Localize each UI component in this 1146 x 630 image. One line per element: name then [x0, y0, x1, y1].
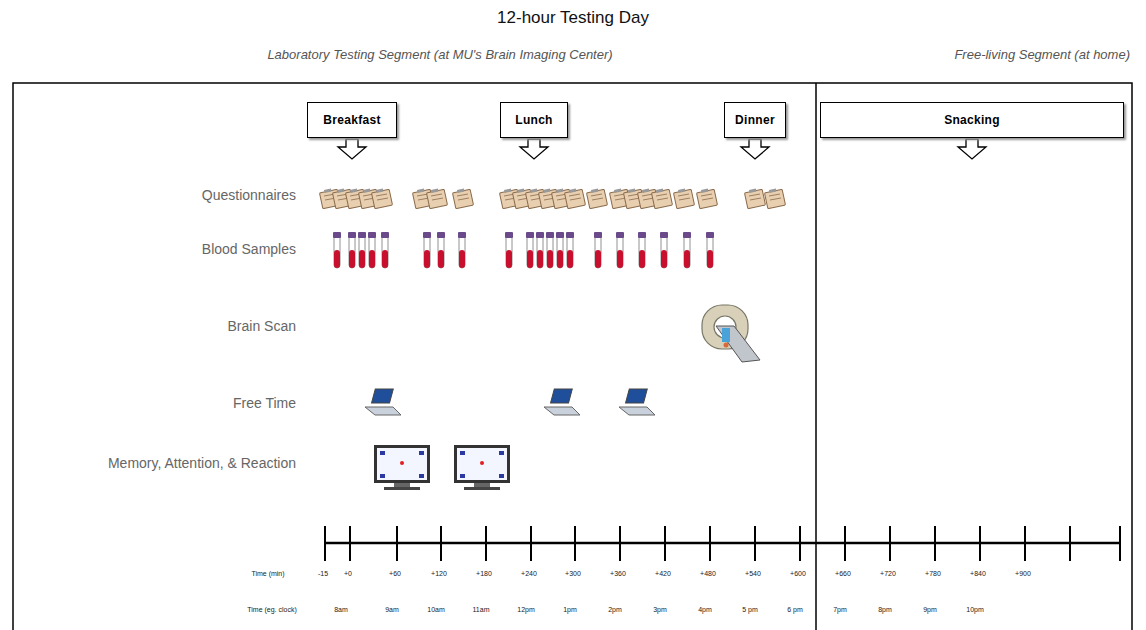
meal-label: Lunch — [515, 113, 553, 127]
meal-callout-box: Snacking — [820, 102, 1124, 138]
questionnaire-icon — [565, 189, 586, 209]
row-label: Free Time — [233, 395, 296, 411]
blood-tube-icon — [556, 232, 564, 268]
laptop-icon — [619, 389, 655, 415]
clock-tick-label: 12pm — [517, 606, 535, 613]
clock-tick-label: 9pm — [923, 606, 937, 613]
clock-tick-label: 6 pm — [787, 606, 803, 613]
clock-tick-label: 1pm — [563, 606, 577, 613]
diagram-title: 12-hour Testing Day — [497, 8, 649, 28]
minute-tick-label: +0 — [344, 570, 352, 577]
minute-tick-label: +540 — [745, 570, 761, 577]
segment-divider — [815, 83, 817, 630]
laptop-icon — [544, 389, 580, 415]
clock-tick-label: 3pm — [653, 606, 667, 613]
clock-tick-label: 9am — [385, 606, 399, 613]
minute-tick-label: +240 — [521, 570, 537, 577]
meal-callout-box: Lunch — [500, 102, 568, 138]
minute-tick-label: +120 — [431, 570, 447, 577]
blood-tube-icon — [616, 232, 624, 268]
row-label: Blood Samples — [202, 241, 296, 257]
blood-tube-icon — [566, 232, 574, 268]
axis-label: Time (min) — [251, 570, 284, 577]
minute-tick-label: +480 — [700, 570, 716, 577]
blood-tube-icon — [437, 232, 445, 268]
meal-label: Breakfast — [323, 113, 380, 127]
callout-arrow — [520, 139, 548, 159]
minute-tick-label: +300 — [565, 570, 581, 577]
clock-tick-label: 10am — [427, 606, 445, 613]
minute-tick-label: +720 — [880, 570, 896, 577]
blood-tube-icon — [594, 232, 602, 268]
questionnaire-icon — [765, 189, 786, 209]
questionnaire-icon — [587, 189, 608, 209]
minute-tick-label: +600 — [790, 570, 806, 577]
blood-tube-icon — [348, 232, 356, 268]
clock-tick-label: 8pm — [878, 606, 892, 613]
clock-tick-label: 10pm — [966, 606, 984, 613]
row-label: Questionnaires — [202, 187, 296, 203]
callout-arrow — [958, 139, 986, 159]
blood-tube-icon — [423, 232, 431, 268]
clock-tick-label: 8am — [334, 606, 348, 613]
axis-label: Time (eg. clock) — [247, 606, 297, 613]
clock-tick-label: 11am — [473, 606, 490, 613]
minute-tick-label: -15 — [318, 570, 328, 577]
minute-tick-label: +900 — [1015, 570, 1031, 577]
blood-tube-icon — [683, 232, 691, 268]
meal-callout-box: Dinner — [724, 102, 786, 138]
minute-tick-label: +780 — [925, 570, 941, 577]
questionnaire-icon — [652, 189, 673, 209]
minute-tick-label: +60 — [389, 570, 401, 577]
questionnaire-icon — [697, 189, 718, 209]
minute-tick-label: +660 — [835, 570, 851, 577]
callout-arrow — [741, 139, 769, 159]
clock-tick-label: 7pm — [833, 606, 847, 613]
meal-label: Dinner — [735, 113, 775, 127]
timeline-axis — [325, 526, 1120, 561]
meal-label: Snacking — [944, 113, 1000, 127]
monitor-icon — [454, 445, 510, 490]
segment-heading: Free-living Segment (at home) — [954, 47, 1130, 62]
questionnaire-icon — [745, 189, 766, 209]
monitor-icon — [374, 445, 430, 490]
questionnaire-icon — [674, 189, 695, 209]
meal-callout-box: Breakfast — [307, 102, 397, 138]
blood-tube-icon — [638, 232, 646, 268]
blood-tube-icon — [526, 232, 534, 268]
blood-tube-icon — [706, 232, 714, 268]
minute-tick-label: +420 — [655, 570, 671, 577]
clock-tick-label: 5 pm — [742, 606, 758, 613]
clock-tick-label: 2pm — [608, 606, 622, 613]
blood-tube-icon — [333, 232, 341, 268]
blood-tube-icon — [536, 232, 544, 268]
blood-tube-icon — [546, 232, 554, 268]
row-label: Brain Scan — [228, 318, 296, 334]
segment-heading: Laboratory Testing Segment (at MU's Brai… — [267, 47, 612, 62]
row-label: Memory, Attention, & Reaction — [108, 455, 296, 471]
blood-tube-icon — [368, 232, 376, 268]
minute-tick-label: +360 — [610, 570, 626, 577]
blood-tube-icon — [458, 232, 466, 268]
callout-arrow — [338, 139, 366, 159]
laptop-icon — [365, 389, 401, 415]
mri-scanner — [702, 305, 760, 362]
clock-tick-label: 4pm — [698, 606, 712, 613]
questionnaire-icon — [372, 189, 393, 209]
blood-tube-icon — [660, 232, 668, 268]
questionnaire-icon — [453, 189, 474, 209]
icon-layer — [320, 189, 786, 490]
questionnaire-icon — [427, 189, 448, 209]
minute-tick-label: +840 — [970, 570, 986, 577]
blood-tube-icon — [505, 232, 513, 268]
minute-tick-label: +180 — [476, 570, 492, 577]
blood-tube-icon — [358, 232, 366, 268]
outer-frame — [13, 83, 1132, 630]
blood-tube-icon — [381, 232, 389, 268]
